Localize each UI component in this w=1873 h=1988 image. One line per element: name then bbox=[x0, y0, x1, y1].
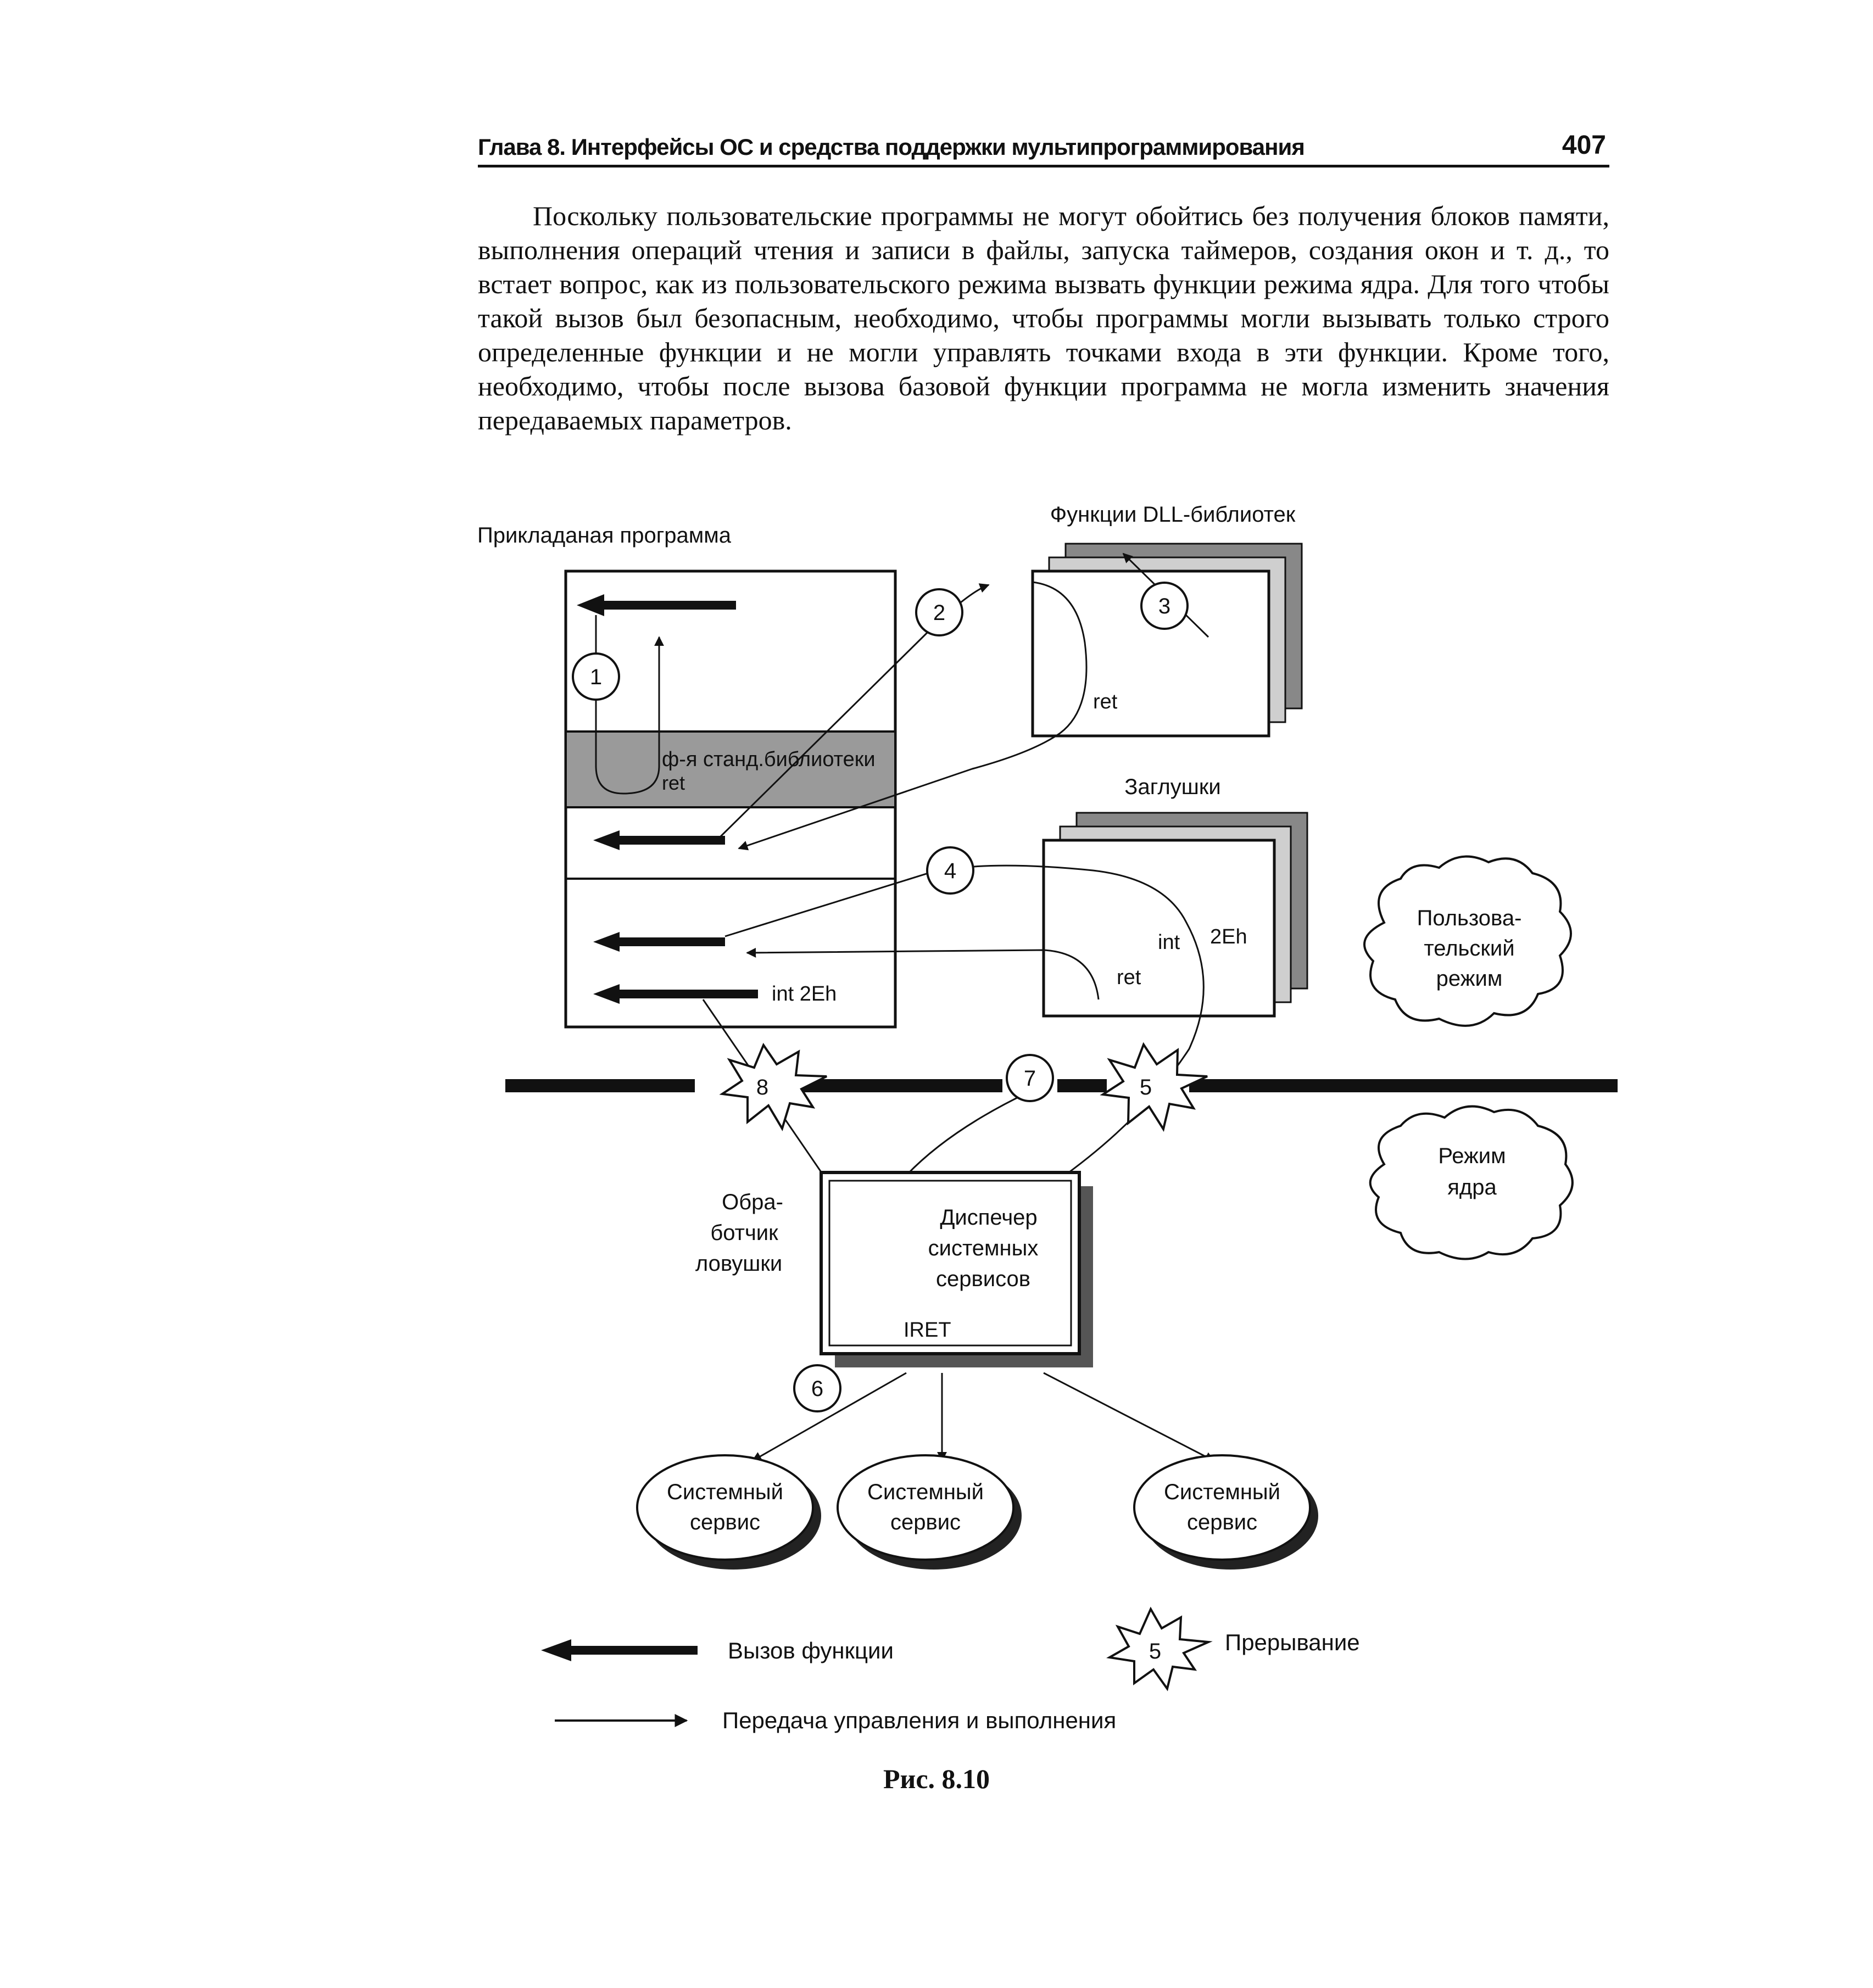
iret-label: IRET bbox=[904, 1319, 951, 1342]
app-program-box bbox=[564, 569, 897, 1029]
dispatcher-line-3: сервисов bbox=[936, 1267, 1030, 1291]
legend-call-label: Вызов функции bbox=[728, 1638, 894, 1663]
stub-2eh-label: 2Eh bbox=[1210, 925, 1247, 948]
user-mode-line-3: режим bbox=[1436, 967, 1503, 991]
app-int2eh-label: int 2Eh bbox=[772, 982, 837, 1006]
call-arrows bbox=[577, 594, 758, 1004]
stub-int-label: int bbox=[1158, 931, 1180, 954]
marker-6-label: 6 bbox=[811, 1377, 823, 1401]
service-2-line-1: Системный bbox=[867, 1480, 984, 1504]
system-service-2 bbox=[837, 1454, 1022, 1570]
body-paragraph: Поскольку пользовательские программы не … bbox=[478, 200, 1609, 435]
stubs-box bbox=[1042, 812, 1308, 1018]
local-call-loop bbox=[595, 615, 664, 795]
figure-caption: Рис. 8.10 bbox=[883, 1763, 990, 1794]
service-2-line-2: сервис bbox=[890, 1510, 961, 1534]
dll-title: Функции DLL-библиотек bbox=[1050, 502, 1296, 527]
user-mode-cloud bbox=[1363, 855, 1572, 1027]
legend-interrupt-star bbox=[1106, 1606, 1213, 1691]
dispatcher-line-1: Диспечер bbox=[940, 1205, 1037, 1230]
legend-interrupt-label: Прерывание bbox=[1225, 1629, 1360, 1655]
user-mode-line-1: Пользова- bbox=[1417, 906, 1522, 930]
trap-handler-line-1: Обра- bbox=[722, 1190, 783, 1214]
stdlib-label: ф-я станд.библиотеки bbox=[662, 748, 876, 771]
dll-ret-label: ret bbox=[1093, 690, 1118, 713]
trap-handler-line-3: ловушки bbox=[695, 1252, 782, 1276]
marker-5-label: 5 bbox=[1140, 1075, 1152, 1099]
user-mode-line-2: тельский bbox=[1424, 936, 1514, 961]
marker-3-label: 3 bbox=[1158, 594, 1170, 618]
chapter-title: Глава 8. Интерфейсы ОС и средства поддер… bbox=[478, 134, 1305, 160]
dispatcher-box bbox=[820, 1171, 1093, 1367]
stub-ret-label: ret bbox=[1117, 966, 1141, 989]
mode-boundary bbox=[505, 1079, 1618, 1092]
marker-circles bbox=[572, 582, 1189, 1412]
app-title: Прикладаная программа bbox=[477, 523, 732, 548]
kernel-mode-cloud bbox=[1369, 1105, 1574, 1260]
service-1-line-2: сервис bbox=[690, 1510, 760, 1534]
stdlib-ret-label: ret bbox=[662, 772, 685, 794]
marker-8-label: 8 bbox=[756, 1075, 768, 1099]
running-header: Глава 8. Интерфейсы ОС и средства поддер… bbox=[478, 131, 1609, 167]
interrupt-star-8 bbox=[719, 1042, 827, 1131]
marker-4-label: 4 bbox=[944, 859, 956, 883]
marker-2-label: 2 bbox=[933, 601, 945, 625]
service-3-line-1: Системный bbox=[1164, 1480, 1280, 1504]
legend-interrupt-num: 5 bbox=[1149, 1639, 1161, 1663]
marker-7-label: 7 bbox=[1024, 1066, 1036, 1091]
system-service-3 bbox=[1133, 1454, 1318, 1570]
system-service-1 bbox=[636, 1454, 821, 1570]
interrupt-star-5 bbox=[1100, 1042, 1208, 1132]
dll-box bbox=[1031, 543, 1303, 738]
service-3-line-2: сервис bbox=[1187, 1510, 1257, 1534]
page-number: 407 bbox=[1562, 131, 1606, 160]
dispatcher-line-2: системных bbox=[928, 1236, 1039, 1260]
trap-handler-line-2: ботчик bbox=[710, 1221, 778, 1245]
kernel-mode-line-2: ядра bbox=[1447, 1175, 1497, 1199]
stubs-title: Заглушки bbox=[1124, 775, 1220, 799]
service-1-line-1: Системный bbox=[667, 1480, 783, 1504]
legend-transfer-label: Передача управления и выполнения bbox=[722, 1707, 1116, 1733]
kernel-mode-line-1: Режим bbox=[1438, 1144, 1506, 1168]
marker-1-label: 1 bbox=[590, 665, 602, 689]
legend-call-arrow bbox=[541, 1639, 698, 1661]
